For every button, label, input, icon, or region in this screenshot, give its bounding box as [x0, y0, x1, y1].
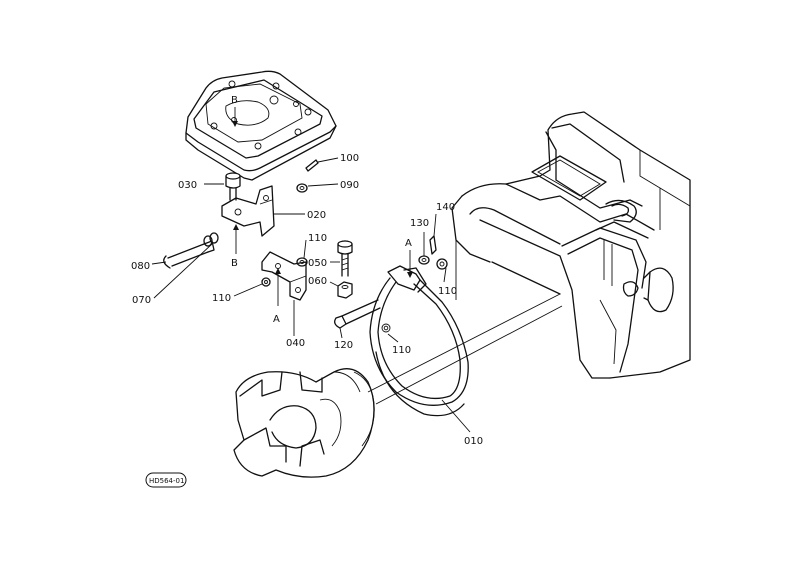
label-110-c: 110 — [392, 345, 411, 356]
washer-070: 070 — [132, 232, 219, 306]
label-050: 050 — [308, 258, 327, 269]
label-060: 060 — [308, 276, 327, 287]
washer-130: 130 — [410, 218, 430, 265]
label-080: 080 — [131, 261, 150, 272]
svg-text:B: B — [231, 95, 238, 106]
label-020: 020 — [307, 210, 326, 221]
pin-140: 140 — [429, 202, 455, 255]
label-120: 120 — [334, 340, 353, 351]
label-030: 030 — [178, 180, 197, 191]
label-040: 040 — [286, 338, 305, 349]
bolt-080: 080 — [131, 240, 215, 272]
flange-cover — [185, 70, 337, 181]
marker-a-left: A — [273, 268, 281, 325]
label-110-b: 110 — [212, 293, 231, 304]
bolt-030: 030 — [178, 172, 241, 201]
drawing-code-stamp: HD564-01 — [145, 472, 187, 488]
band-010: 010 110 — [369, 265, 483, 447]
label-090: 090 — [340, 180, 359, 191]
label-070: 070 — [132, 295, 151, 306]
washer-110-a: 110 — [296, 233, 327, 267]
label-010: 010 — [464, 436, 483, 447]
svg-text:A: A — [273, 314, 280, 325]
bracket-040: 040 — [261, 251, 307, 349]
transmission-housing — [451, 111, 691, 379]
washer-090: 090 — [296, 180, 359, 193]
coupling-yoke — [233, 368, 375, 478]
marker-b-bottom: B — [231, 224, 239, 269]
svg-text:A: A — [405, 238, 412, 249]
bolt-120: 120 — [334, 299, 381, 351]
marker-a-right: A — [405, 238, 413, 278]
label-110-d: 110 — [438, 286, 457, 297]
pin-100: 100 — [305, 153, 359, 172]
drawing-code: HD564-01 — [149, 477, 184, 485]
nut-060: 060 — [308, 276, 353, 299]
bracket-020: 020 — [221, 185, 326, 237]
label-100: 100 — [340, 153, 359, 164]
marker-b-top: B — [231, 95, 238, 127]
washer-110-b: 110 — [212, 277, 271, 304]
label-130: 130 — [410, 218, 429, 229]
label-140: 140 — [436, 202, 455, 213]
washer-110-d: 110 — [436, 258, 457, 297]
svg-text:B: B — [231, 258, 238, 269]
label-110-a: 110 — [308, 233, 327, 244]
bolt-050: 050 — [308, 240, 353, 277]
